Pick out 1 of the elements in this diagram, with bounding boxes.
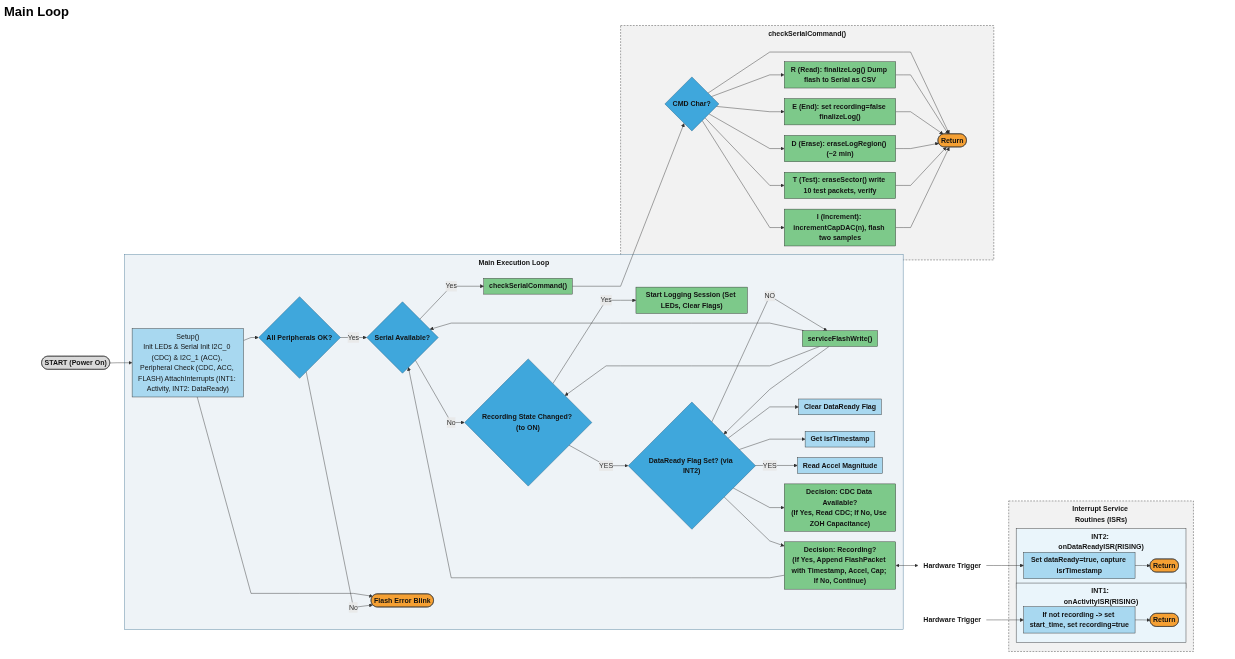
- note-text: Main Loop: [4, 4, 69, 19]
